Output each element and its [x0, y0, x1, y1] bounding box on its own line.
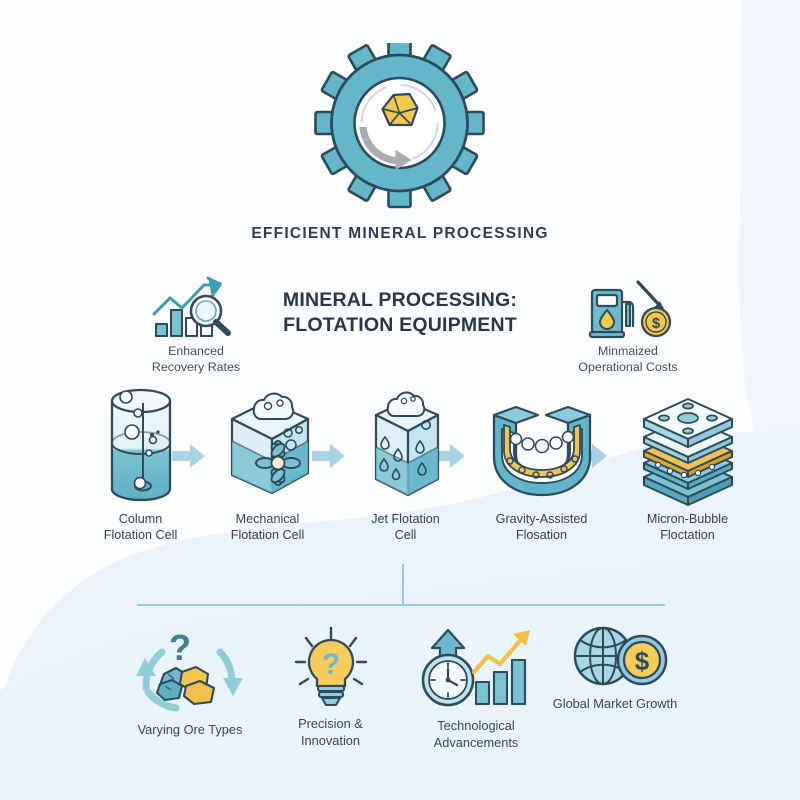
svg-text:$: $ [652, 315, 661, 332]
feature-label-line-1: Varying Ore Types [137, 722, 243, 737]
equipment-label-line-2: Flosation [515, 528, 568, 542]
equipment-label-line-2: Floctation [660, 528, 715, 542]
lightbulb-question-mark-icon: ? [294, 626, 367, 707]
equipment-item-gravity-assisted-flotation: Gravity-Assisted Flosation [464, 385, 619, 543]
benefit-enhanced-recovery-rates: Enhanced Recovery Rates [128, 276, 264, 375]
feature-label-line-1: Precision & [298, 716, 363, 731]
bar-chart-growth-magnifier-icon [152, 276, 231, 338]
page-title-line-2: FLOTATION EQUIPMENT [283, 314, 517, 336]
feature-label-line-1: Global Market Growth [552, 696, 678, 711]
svg-text:?: ? [321, 648, 339, 681]
equipment-item-micron-bubble-flotation: Micron-Bubble Floctation [610, 385, 765, 543]
u-shaped-trough-cell-icon [492, 405, 591, 497]
equipment-label-line-2: Flotation Cell [103, 528, 178, 542]
feature-item-precision-innovation: ? Precision & Innovation [258, 624, 403, 749]
svg-text:$: $ [635, 646, 650, 676]
feature-item-global-market-growth: $ Global Market Growth [530, 620, 700, 712]
hero-subtitle: EFFICIENT MINERAL PROCESSING [251, 225, 549, 242]
equipment-item-column-flotation-cell: Column Flotation Cell [68, 385, 213, 543]
equipment-label-line-1: Mechanical [235, 512, 300, 526]
equipment-label-line-2: Flotation Cell [230, 528, 305, 542]
equipment-label-line-1: Column [118, 512, 163, 526]
right-arrow-icon [172, 444, 205, 468]
equipment-label-line-1: Micron-Bubble [646, 512, 729, 526]
connector-horizontal-divider [137, 604, 665, 606]
feature-label-line-2: Innovation [300, 733, 361, 748]
ore-rocks-question-mark-cycle-icon: ? [136, 627, 243, 712]
benefit-label-line-1: Enhanced [168, 344, 224, 358]
benefit-label-line-2: Recovery Rates [151, 359, 241, 374]
benefit-label-line-1: Minmaized [598, 344, 658, 358]
tall-cube-cell-with-droplets-icon [374, 391, 439, 497]
feature-label-line-1: Technological [437, 718, 515, 733]
connector-vertical-line [402, 564, 404, 606]
stacked-plates-cell-icon [642, 398, 733, 506]
benefit-minimized-operational-costs: $ Minmaized Operational Costs [548, 276, 708, 375]
feature-item-varying-ore-types: ? Varying Ore Types [110, 626, 270, 738]
equipment-flow-row: Column Flotation Cell [0, 385, 800, 560]
equipment-label-line-1: Jet Flotation [371, 512, 440, 526]
cube-cell-with-impeller-icon [230, 392, 309, 495]
benefit-label-line-2: Operational Costs [578, 359, 678, 374]
fuel-pump-dollar-coin-down-arrow-icon: $ [588, 280, 672, 339]
cylindrical-column-cell-icon [110, 388, 171, 502]
right-arrow-icon [432, 444, 465, 468]
page-title: MINERAL PROCESSING: FLOTATION EQUIPMENT [245, 288, 555, 338]
clock-bar-chart-growth-arrow-icon [421, 628, 530, 707]
feature-row: ? Varying Ore Types [0, 618, 800, 778]
equipment-item-jet-flotation-cell: Jet Flotation Cell [333, 385, 478, 543]
globe-dollar-coin-icon: $ [573, 626, 668, 686]
svg-text:?: ? [169, 627, 191, 668]
page-title-line-1: MINERAL PROCESSING: [282, 289, 518, 311]
equipment-label-line-1: Gravity-Assisted [495, 512, 588, 526]
feature-label-line-2: Advancements [433, 735, 519, 750]
gear-with-ore-crystal-and-recycle-arrows-icon [314, 43, 485, 209]
right-arrow-icon [312, 444, 345, 468]
equipment-label-line-2: Cell [394, 528, 417, 542]
equipment-item-mechanical-flotation-cell: Mechanical Flotation Cell [195, 385, 340, 543]
feature-item-technological-advancements: Technological Advancements [396, 626, 556, 751]
